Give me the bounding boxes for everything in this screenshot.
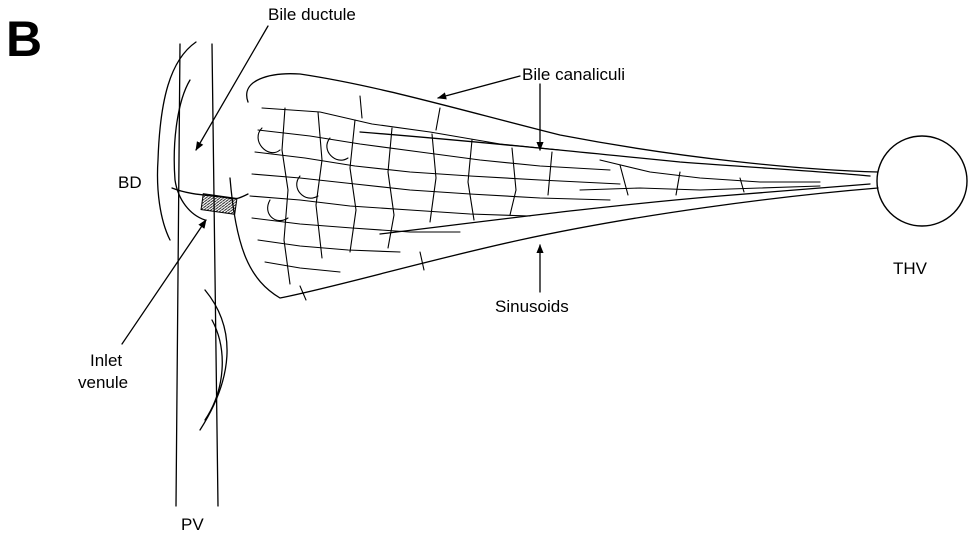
sinusoids-label: Sinusoids <box>495 297 569 316</box>
terminal-hepatic-vein <box>877 136 967 226</box>
panel-letter: B <box>6 11 42 67</box>
portal-vein <box>176 44 218 506</box>
inlet-venule-label-line2: venule <box>78 373 128 392</box>
thv-label: THV <box>893 259 928 278</box>
inlet-venule-leader <box>122 220 206 344</box>
bile-ductule-leader <box>196 26 268 150</box>
bd-label: BD <box>118 173 142 192</box>
bile-canaliculi-label: Bile canaliculi <box>522 65 625 84</box>
pv-label: PV <box>181 515 204 534</box>
canaliculi-mesh <box>250 96 820 300</box>
sinusoid-network <box>230 74 878 298</box>
leader-lines <box>122 26 540 344</box>
bile-ductule-label: Bile ductule <box>268 5 356 24</box>
bile-canaliculi-leader-1 <box>438 76 520 98</box>
inlet-venule-label-line1: Inlet <box>90 351 122 370</box>
